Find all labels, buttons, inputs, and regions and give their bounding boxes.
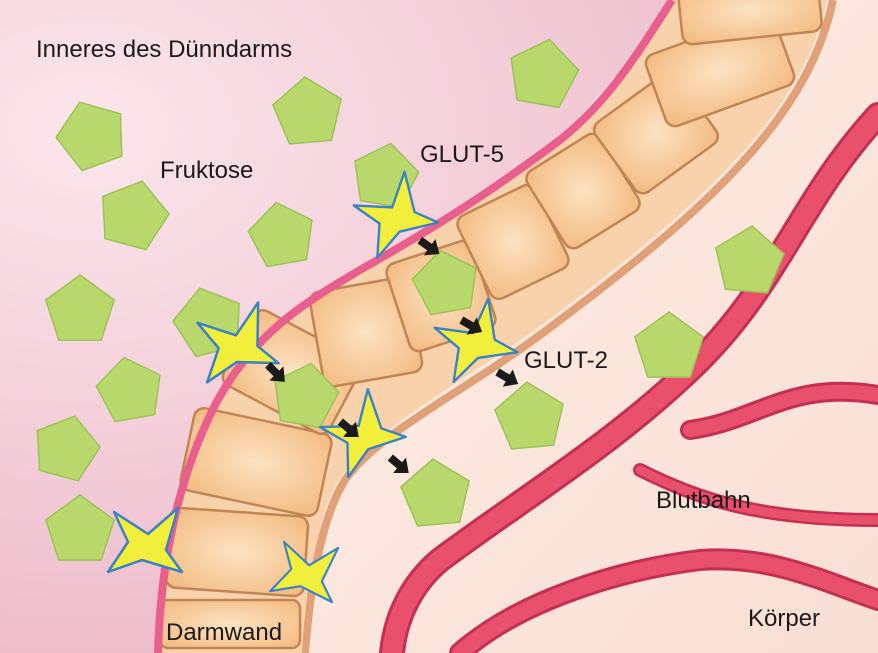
bloodstream-label: Blutbahn: [656, 487, 751, 514]
glut2-label: GLUT-2: [524, 347, 608, 374]
glut5-label: GLUT-5: [420, 141, 504, 168]
lumen-label: Inneres des Dünndarms: [36, 36, 292, 63]
fructose-label: Fruktose: [160, 157, 253, 184]
wall-label: Darmwand: [166, 619, 282, 646]
body-label: Körper: [748, 605, 820, 632]
